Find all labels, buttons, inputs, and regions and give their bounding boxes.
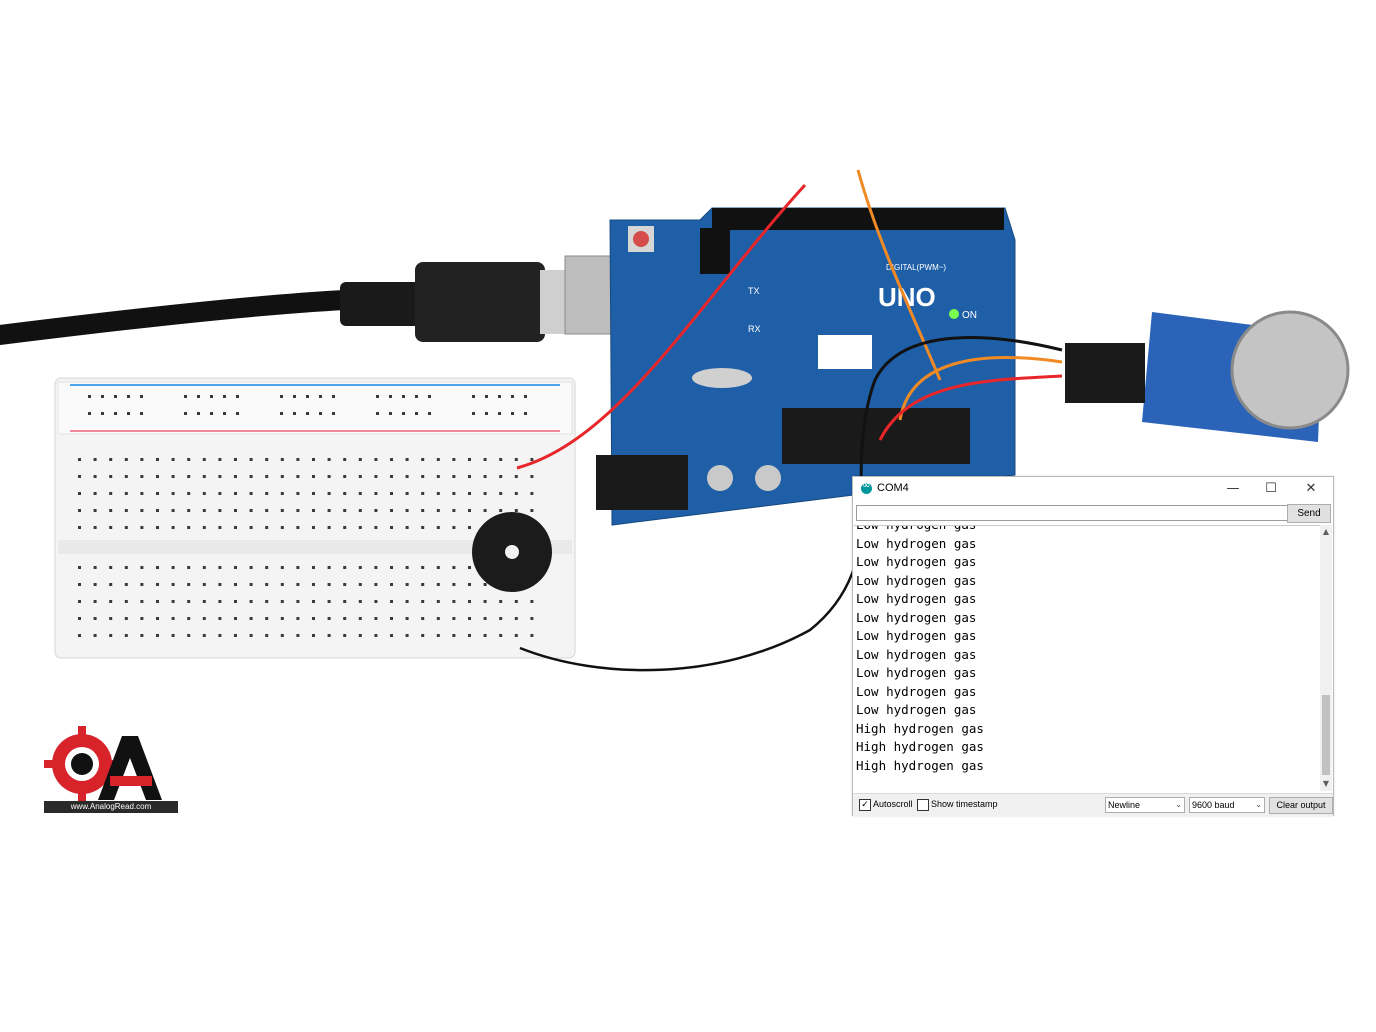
window-title: COM4 — [877, 482, 909, 494]
output-line: Low hydrogen gas — [856, 609, 977, 625]
scroll-thumb[interactable] — [1322, 695, 1330, 775]
breadboard — [54, 377, 576, 659]
buzzer — [472, 512, 552, 592]
output-line: Low hydrogen gas — [856, 646, 977, 662]
chevron-down-icon: ⌄ — [1175, 800, 1182, 809]
output-line: Low hydrogen gas — [856, 702, 977, 717]
line-ending-select[interactable]: Newline ⌄ — [1105, 797, 1185, 813]
output-line: Low hydrogen gas — [856, 628, 977, 643]
rx-led-label: RX — [748, 324, 761, 334]
scroll-up-icon[interactable]: ▲ — [1322, 527, 1330, 536]
autoscroll-label: Autoscroll — [873, 799, 913, 809]
close-icon[interactable]: ✕ — [1305, 481, 1317, 496]
output-line: Low hydrogen gas — [856, 526, 984, 535]
output-line: Low hydrogen gas — [856, 554, 977, 569]
minimize-icon[interactable]: — — [1226, 481, 1240, 496]
gas-sensor-module — [1065, 310, 1350, 442]
tx-led-label: TX — [748, 286, 760, 296]
output-line: High hydrogen gas — [856, 757, 984, 773]
usb-cable — [0, 255, 666, 345]
analogread-logo — [44, 726, 162, 802]
send-button[interactable]: Send — [1287, 504, 1331, 523]
scroll-down-icon[interactable]: ▼ — [1322, 779, 1330, 788]
output-line: High hydrogen gas — [856, 739, 984, 754]
arduino-icon — [861, 480, 872, 494]
line-ending-value: Newline — [1108, 800, 1141, 810]
timestamp-label: Show timestamp — [931, 799, 998, 809]
arduino-uno-board: UNO ON TX RX DIGITAL(PWM~) — [596, 207, 1016, 526]
board-model-label: UNO — [878, 282, 936, 312]
maximize-icon[interactable]: ☐ — [1265, 481, 1277, 496]
title-bar[interactable]: COM4 — ☐ ✕ — [853, 477, 1333, 501]
output-line: Low hydrogen gas — [856, 572, 977, 588]
status-footer: ✓ Autoscroll Show timestamp Newline ⌄ 96… — [853, 793, 1333, 816]
baud-rate-value: 9600 baud — [1192, 800, 1235, 810]
digital-header-label: DIGITAL(PWM~) — [886, 263, 946, 272]
jumper-wires — [516, 169, 1063, 672]
baud-rate-select[interactable]: 9600 baud ⌄ — [1189, 797, 1265, 813]
power-led-label: ON — [962, 310, 977, 321]
logo-url-text: www.AnalogRead.com — [44, 801, 178, 813]
clear-output-button[interactable]: Clear output — [1269, 797, 1333, 814]
output-line: Low hydrogen gas — [856, 683, 977, 699]
autoscroll-checkbox[interactable]: ✓ — [859, 799, 871, 811]
timestamp-checkbox[interactable] — [917, 799, 929, 811]
output-line: Low hydrogen gas — [856, 591, 977, 606]
send-input[interactable] — [856, 505, 1288, 521]
vertical-scrollbar[interactable]: ▲ ▼ — [1320, 525, 1332, 791]
output-line: Low hydrogen gas — [856, 665, 977, 680]
output-line: High hydrogen gas — [856, 720, 984, 736]
chevron-down-icon: ⌄ — [1255, 800, 1262, 809]
output-line: Low hydrogen gas — [856, 535, 977, 551]
